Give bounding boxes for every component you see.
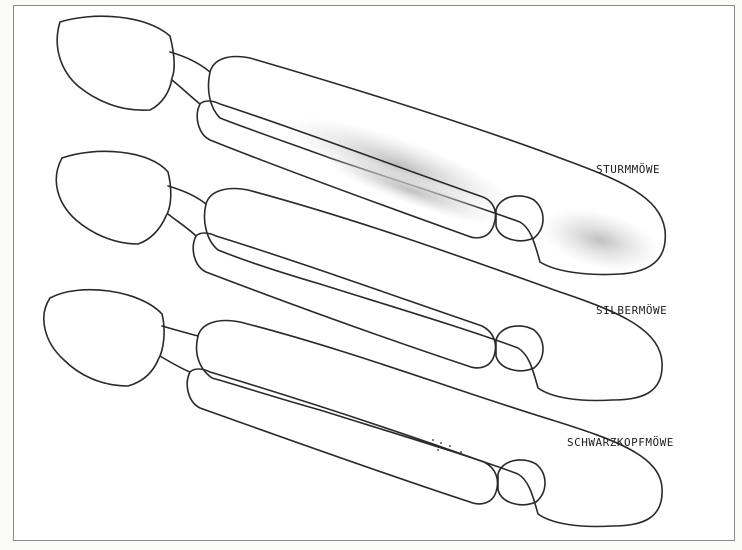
bone-1-proximal-head xyxy=(57,16,174,110)
bone-3-proximal-head xyxy=(44,290,164,386)
bone-3-neck xyxy=(160,326,198,372)
bone-3-upper-shaft xyxy=(197,321,663,527)
bone-1-shading-distal xyxy=(535,197,665,282)
label-schwarzkopfmowe: SCHWARZKOPFMÖWE xyxy=(567,436,674,449)
bone-3-distal-knob xyxy=(498,460,545,505)
bone-2-neck xyxy=(168,186,206,236)
bone-2-proximal-head xyxy=(56,151,170,244)
bone-1-neck xyxy=(170,52,210,104)
bone-set-3 xyxy=(44,290,662,527)
bone-set-2 xyxy=(56,151,662,400)
bone-set-1 xyxy=(57,16,665,282)
bone-3-lower-shaft xyxy=(187,369,497,504)
label-silbermowe: SILBERMÖWE xyxy=(596,304,667,317)
label-sturmmowe: STURMMÖWE xyxy=(596,163,660,176)
